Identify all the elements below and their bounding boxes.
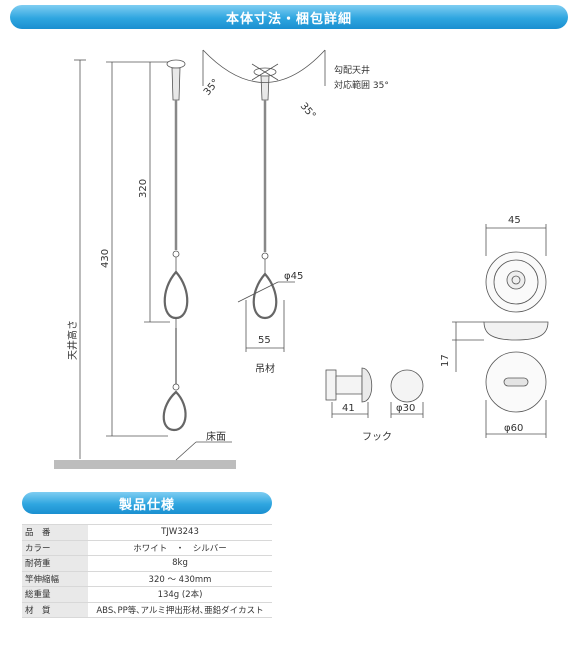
ceiling-height-label: 天井高さ bbox=[66, 320, 79, 360]
hook-width-label: 41 bbox=[342, 403, 355, 414]
base-side-view bbox=[452, 321, 549, 372]
section-title-dimensions: 本体寸法・梱包詳細 bbox=[225, 11, 352, 27]
hanging-part-label: 吊材 bbox=[255, 362, 275, 375]
floor-surface bbox=[54, 460, 236, 469]
section-title-spec: 製品仕様 bbox=[118, 497, 175, 513]
dim-320-label: 320 bbox=[138, 179, 149, 198]
spec-key: カラー bbox=[22, 540, 88, 556]
slope-note-line2: 対応範囲 35° bbox=[334, 79, 389, 91]
width-55-label: 55 bbox=[258, 335, 271, 346]
dim-430-label: 430 bbox=[100, 249, 111, 268]
spec-row: カラーホワイト ・ シルバー bbox=[22, 540, 272, 556]
spec-value: ABS､PP等､アルミ押出形材､亜鉛ダイカスト bbox=[88, 602, 272, 618]
hook-label: フック bbox=[362, 431, 392, 443]
spec-value: 134g (2本) bbox=[88, 586, 272, 603]
dimension-drawing: 天井高さ 430 320 床面 35° 35° 勾配天井 対応範囲 35° φ4… bbox=[54, 49, 549, 469]
hook-front-view bbox=[390, 369, 424, 418]
spec-key: 竿伸縮幅 bbox=[22, 571, 88, 587]
hook-side-view bbox=[325, 367, 373, 418]
spec-key: 材 質 bbox=[22, 602, 88, 618]
hook-diameter-label: φ30 bbox=[396, 403, 415, 414]
spec-key: 耐荷重 bbox=[22, 555, 88, 572]
hanger-left bbox=[162, 59, 189, 432]
base-top-view bbox=[485, 224, 547, 313]
floor-leader bbox=[175, 441, 197, 461]
hanger-angle-detail bbox=[202, 49, 326, 352]
spec-key: 品 番 bbox=[22, 524, 88, 541]
spec-value: 8kg bbox=[88, 555, 272, 572]
base-bottom-view bbox=[485, 351, 547, 438]
spec-key: 総重量 bbox=[22, 586, 88, 603]
diameter-45-label: φ45 bbox=[284, 271, 303, 282]
slope-note-line1: 勾配天井 bbox=[334, 64, 370, 76]
base-height-label: 17 bbox=[440, 354, 451, 367]
base-width-label: 45 bbox=[508, 215, 521, 226]
spec-value: TJW3243 bbox=[88, 524, 272, 541]
spec-value: 320 ～ 430mm bbox=[88, 571, 272, 587]
section-banner-spec: 製品仕様 bbox=[22, 492, 272, 514]
section-banner-dimensions: 本体寸法・梱包詳細 bbox=[10, 5, 568, 29]
spec-value: ホワイト ・ シルバー bbox=[88, 540, 272, 556]
angle-right-label: 35° bbox=[298, 101, 318, 122]
floor-label: 床面 bbox=[206, 430, 226, 443]
base-diameter-label: φ60 bbox=[504, 423, 523, 434]
angle-left-label: 35° bbox=[202, 77, 222, 98]
